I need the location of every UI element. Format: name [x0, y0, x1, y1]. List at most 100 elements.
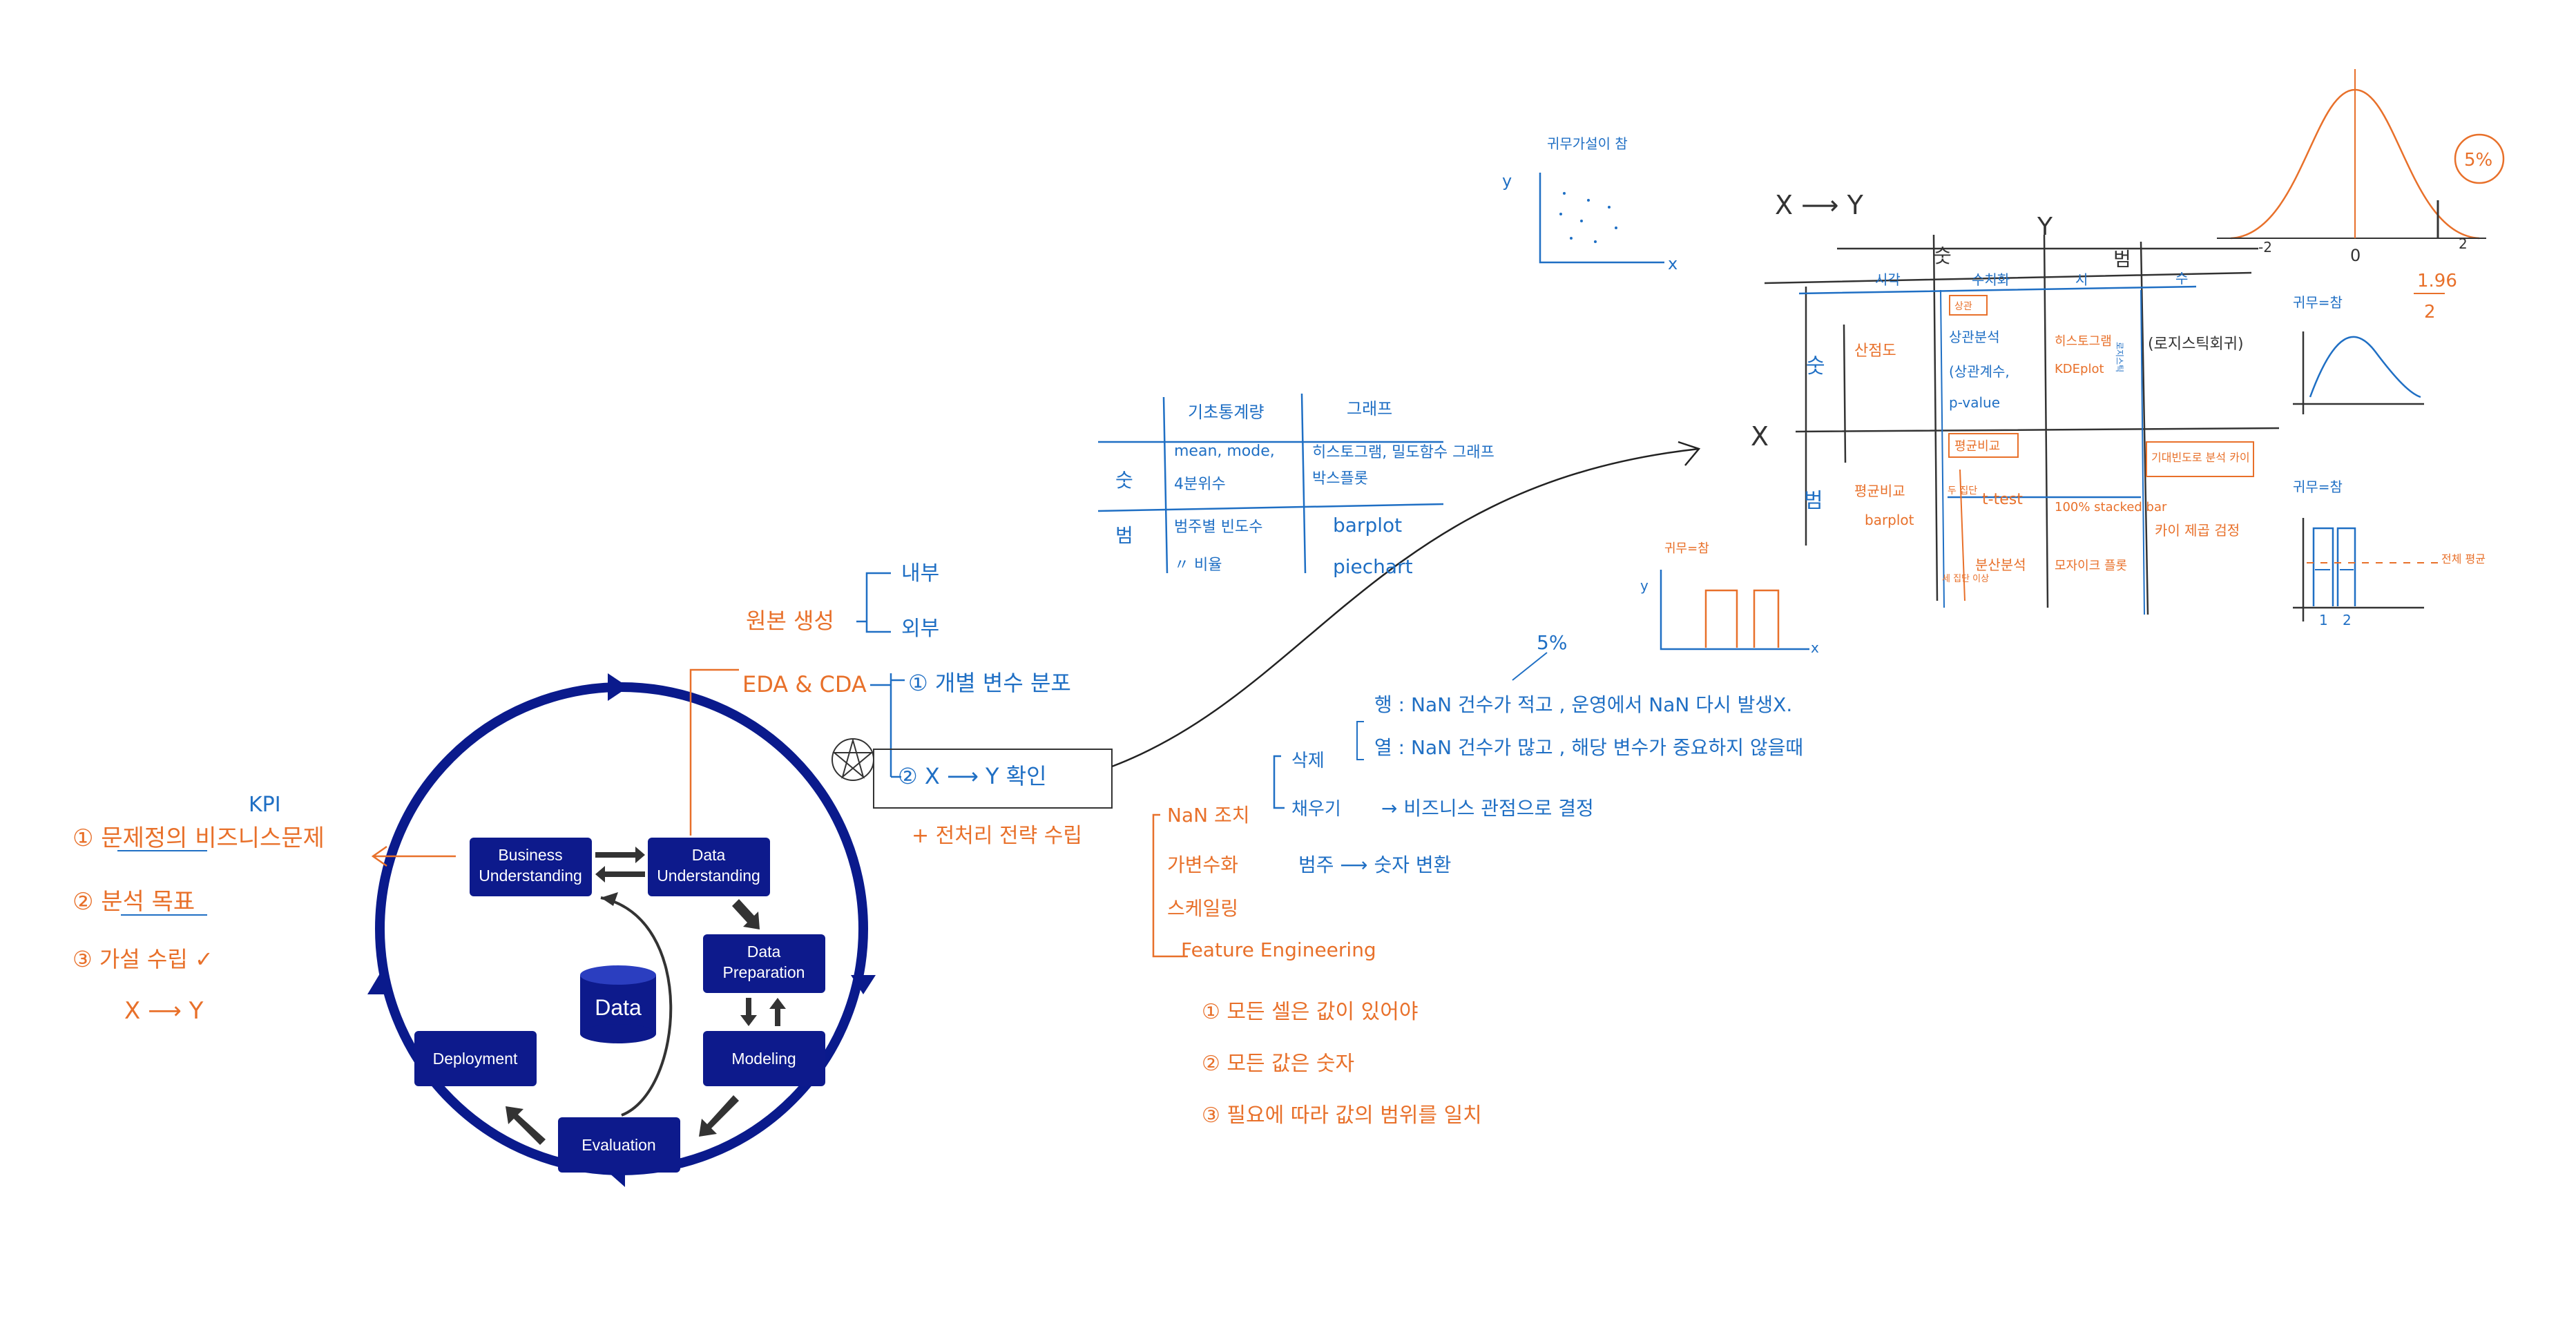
external-label: 외부	[901, 617, 939, 641]
stats-header-2: 그래프	[1347, 399, 1392, 418]
deployment-box: Deployment	[414, 1031, 537, 1086]
arc-arrowhead	[601, 892, 618, 906]
note-xy: X ⟶ Y	[124, 997, 204, 1025]
cat-stats-1: 범주별 빈도수	[1174, 519, 1262, 536]
data-understanding-box: Data Understanding	[648, 838, 770, 896]
xy-col-cat-1: 시	[2075, 271, 2088, 288]
source-label: 원본 생성	[746, 608, 834, 634]
business-understanding-box: Business Understanding	[470, 838, 592, 896]
cell-mosaic: 모자이크 플롯	[2055, 559, 2127, 573]
xy-table-x: X	[1751, 421, 1769, 452]
nan-label: NaN 조치	[1167, 804, 1249, 827]
eda-bracket	[870, 673, 905, 778]
num-graph-2: 박스플롯	[1312, 470, 1368, 488]
xy-col-num-1: 시각	[1875, 271, 1901, 288]
hist-1: 히스토그램	[2055, 334, 2112, 349]
eda-step-1: ① 개별 변수 분포	[908, 670, 1071, 696]
mean-box-label: 평균비교	[1954, 439, 2000, 454]
bars-title: 귀무=참	[2293, 479, 2343, 495]
left-notes: KPI ① 문제정의 비즈니스문제 ② 분석 목표 ③ 가설 수립 ✓ X ⟶ …	[73, 793, 456, 1025]
cell-barplot: barplot	[1865, 512, 1914, 528]
internal-label: 내부	[901, 561, 939, 586]
data-understanding-label-1: Data	[692, 846, 726, 864]
note-item-2: ② 분석 목표	[73, 888, 195, 916]
cell-scatter: 산점도	[1854, 343, 1896, 360]
delete-label: 삭제	[1291, 751, 1325, 771]
num-stats-2: 4분위수	[1174, 476, 1226, 493]
evaluation-box: Evaluation	[558, 1117, 680, 1173]
xy-col-cat-2: 수	[2175, 270, 2188, 287]
scaling-label: 스케일링	[1167, 897, 1238, 920]
eda-step-2: ② X ⟶ Y 확인	[898, 763, 1047, 789]
cell-mean-compare: 평균비교	[1854, 483, 1905, 499]
data-preparation-label-2: Preparation	[723, 963, 805, 981]
chi-box	[2146, 441, 2254, 477]
multi-groups: 세 집단 이상	[1942, 574, 1989, 584]
internal-arrows	[506, 847, 786, 1145]
normal-zero: 0	[2350, 246, 2361, 265]
scatter-x: x	[1668, 254, 1678, 273]
fill-label: 채우기	[1291, 799, 1341, 820]
bars-label: 전체 평균	[2441, 552, 2486, 566]
problem-arrow	[371, 845, 456, 867]
business-label-1: Business	[498, 846, 562, 864]
data-preparation-box: Data Preparation	[703, 934, 825, 993]
data-understanding-label-2: Understanding	[657, 867, 760, 885]
preprocess-bracket	[1152, 813, 1188, 958]
eda-cda-label: EDA & CDA	[742, 671, 867, 697]
bar-sketch: 귀무=참 y x	[1640, 541, 1819, 656]
preprocess-notes: NaN 조치 가변수화 범주 ⟶ 숫자 변환 스케일링 Feature Engi…	[1152, 631, 1803, 1128]
bars-tick-1: 1	[2319, 612, 2328, 628]
normal-five-pct: 5%	[2464, 150, 2492, 171]
source-bracket	[856, 572, 891, 633]
xy-check-box	[873, 749, 1113, 809]
stats-table: 기초통계량 그래프 숫 범 mean, mode, 4분위수 히스토그램, 밀도…	[1097, 393, 1494, 578]
nan-bracket	[1273, 755, 1285, 809]
ring-arrow-left	[367, 974, 392, 994]
curve-title: 귀무=참	[2293, 294, 2343, 311]
crisp-dm-diagram: Business Understanding Data Understandin…	[367, 673, 876, 1187]
eda-branch: 원본 생성 내부 외부 EDA & CDA ① 개별 변수 분포 ② X ⟶ Y…	[689, 441, 1701, 848]
hist-2: KDEplot	[2055, 362, 2104, 376]
business-decision: → 비즈니스 관점으로 결정	[1381, 797, 1594, 820]
scatter-sketch: 귀무가설이 참 y x	[1502, 135, 1678, 273]
bar-sketch-y: y	[1640, 577, 1649, 594]
deployment-label: Deployment	[433, 1050, 518, 1068]
rule-2: ② 모든 값은 숫자	[1202, 1052, 1354, 1076]
two-groups: 두 집단	[1948, 485, 1977, 496]
col-rule: 열 : NaN 건수가 많고 , 해당 변수가 중요하지 않을때	[1374, 736, 1803, 759]
normal-curve-sketch: 0 2 -2 1.96 2 5%	[2217, 69, 2505, 322]
scatter-title: 귀무가설이 참	[1547, 135, 1628, 152]
xy-header-cat: 범	[2113, 248, 2131, 271]
chi-box-label: 기대빈도로 분석 카이	[2151, 451, 2250, 464]
cell-stacked-bar: 100% stacked bar	[2055, 500, 2167, 514]
feature-engineering-label: Feature Engineering	[1181, 938, 1376, 961]
cell-ttest: t-test	[1982, 491, 2023, 508]
dummy-label: 가변수화	[1167, 854, 1238, 876]
xy-col-num-2: 수치화	[1972, 271, 2010, 288]
stats-header-1: 기초통계량	[1188, 403, 1264, 422]
eda-connector	[689, 668, 739, 836]
xy-table-title: X ⟶ Y	[1775, 190, 1864, 220]
rule-1: ① 모든 셀은 값이 있어야	[1202, 1000, 1418, 1024]
corr-detail-2: (상관계수,	[1949, 363, 2010, 380]
bar-sketch-x: x	[1811, 639, 1819, 656]
cell-chi-square: 카이 제곱 검정	[2155, 522, 2240, 539]
cell-corr: 상관	[1954, 301, 1972, 312]
ring-arrow-right	[851, 975, 876, 994]
note-item-1: ① 문제정의 비즈니스문제	[73, 825, 325, 852]
data-cylinder-icon: Data	[580, 965, 656, 1043]
note-item-3: ③ 가설 수립 ✓	[73, 946, 213, 972]
kpi-label: KPI	[249, 793, 281, 817]
five-pct-label: 5%	[1537, 631, 1567, 654]
normal-2: 2	[2424, 302, 2436, 322]
ring-arrow-top	[608, 673, 628, 701]
xy-row-cat: 범	[1804, 489, 1823, 513]
cat-graph-2: piechart	[1333, 555, 1413, 578]
five-pct-pointer	[1512, 652, 1548, 681]
bars-tick-2: 2	[2343, 612, 2352, 628]
data-preparation-label-1: Data	[747, 943, 781, 961]
xy-header-num: 숫	[1934, 244, 1952, 267]
bars-sketch: 귀무=참 전체 평균 1 2	[2293, 479, 2486, 628]
cell-logistic: (로지스틱회귀)	[2148, 336, 2244, 353]
